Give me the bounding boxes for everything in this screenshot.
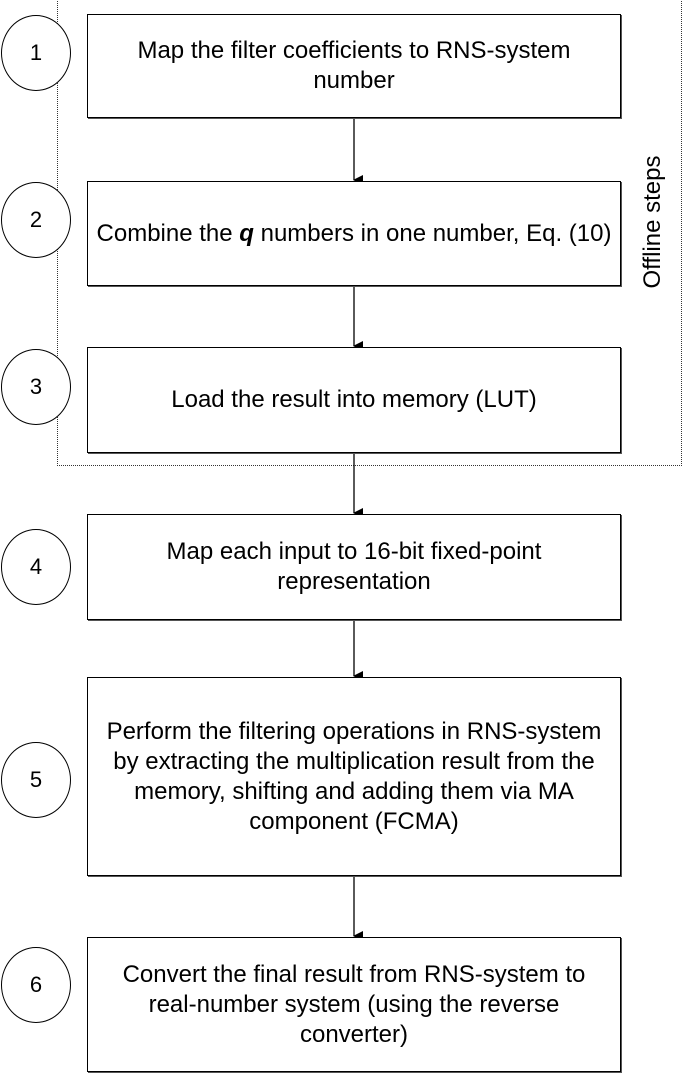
step-2-q: q [239,219,254,247]
step-number-6: 6 [1,947,71,1023]
step-box-6: Convert the final result from RNS-system… [87,937,621,1072]
step-box-4: Map each input to 16-bit fixed-point rep… [87,514,621,620]
step-number-5: 5 [1,742,71,818]
step-number-4: 4 [1,529,71,605]
step-number-2: 2 [1,182,71,258]
step-2-text-before: Combine the [96,219,240,247]
step-box-5: Perform the filtering operations in RNS-… [87,677,621,876]
step-box-3: Load the result into memory (LUT) [87,347,621,453]
step-number-3: 3 [1,349,71,425]
step-number-1: 1 [1,15,71,91]
step-box-1: Map the filter coefficients to RNS-syste… [87,14,621,118]
step-box-2: Combine the q numbers in one number, Eq.… [87,181,621,286]
step-2-text-after: numbers in one number, Eq. (10) [253,219,612,247]
